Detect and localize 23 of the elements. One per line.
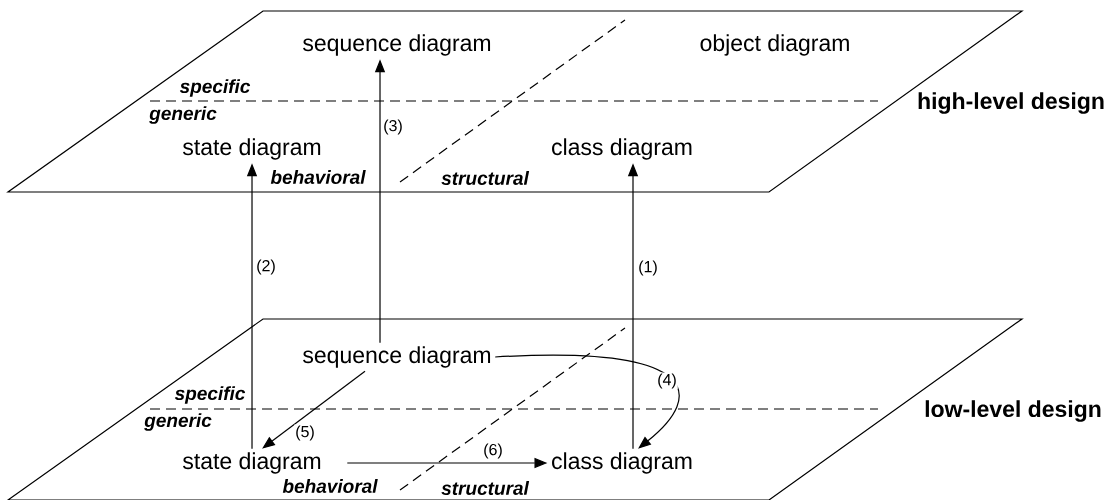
region-label: generic bbox=[143, 412, 213, 432]
region-label: behavioral bbox=[269, 169, 367, 185]
diagram-label: object diagram bbox=[700, 34, 849, 56]
region-label: structural bbox=[440, 170, 530, 186]
region-label: specific bbox=[178, 78, 252, 98]
edge-label: (6) bbox=[482, 442, 504, 460]
edge-label: (2) bbox=[255, 258, 277, 276]
diagram-label: state diagram bbox=[183, 452, 321, 474]
edge-label: (4) bbox=[656, 372, 678, 390]
region-label: specific bbox=[173, 385, 247, 405]
region-label: structural bbox=[440, 480, 530, 496]
diagram-label: class diagram bbox=[552, 138, 692, 160]
arrow bbox=[494, 354, 680, 449]
region-label: generic bbox=[148, 105, 218, 125]
diagram-label: class diagram bbox=[552, 452, 692, 474]
diagram-label: sequence diagram bbox=[303, 34, 491, 56]
edge-label: (5) bbox=[294, 424, 316, 442]
diagram-label: sequence diagram bbox=[303, 346, 491, 368]
edge-label: (3) bbox=[382, 118, 404, 136]
arrow bbox=[262, 370, 366, 449]
diagram-label: state diagram bbox=[183, 138, 321, 160]
edge-label: (1) bbox=[637, 259, 659, 277]
region-label: behavioral bbox=[281, 478, 379, 494]
